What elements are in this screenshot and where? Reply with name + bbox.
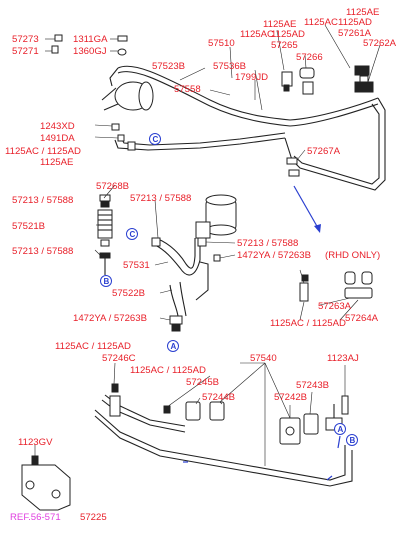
label-1125AD-a: 1125AD [271,29,305,40]
label-57523B: 57523B [152,61,185,72]
connector-b-right: B [346,434,358,446]
label-57264A: 57264A [345,313,379,324]
label-1125AE-a: 1125AE [263,19,296,30]
label-57242B: 57242B [274,392,307,403]
connector-c-mid: C [126,228,138,240]
svg-text:A: A [171,342,177,351]
label-1125AE-b: 1125AE [346,7,379,18]
hose-fitting-57268B [99,194,111,208]
svg-text:A: A [338,425,344,434]
label-1472YA-57263B-b: 1472YA / 57263B [73,313,147,324]
label-57521B: 57521B [12,221,45,232]
label-1125AC-1125AD-b: 1125AC / 1125AD [270,318,346,329]
label-57267A: 57267A [307,146,341,157]
label-1125AC-b: 1125AC [304,17,338,28]
bracket-57246C [109,383,121,417]
label-1123AJ: 1123AJ [327,353,359,364]
blue-arrow-to-rhd [293,185,321,233]
label-1125AD-b: 1125AD [338,17,372,28]
label-57261A: 57261A [338,28,372,39]
rhd-clamp-57264A [344,271,373,299]
bracket-57225 [21,455,71,511]
label-1243XD: 1243XD [40,121,75,132]
hose-57522B [169,261,209,317]
label-57540: 57540 [250,353,277,364]
svg-text:B: B [104,277,110,286]
pressure-hose-57510 [109,65,379,127]
label-1123GV: 1123GV [18,437,53,448]
label-57213-57588-c: 57213 / 57588 [12,246,73,257]
bracket-57265 [281,71,293,92]
label-ref-56-571: REF.56-571 [10,512,61,523]
connector-c-top: C [149,133,161,145]
part-57271-bolt [45,45,59,54]
label-57225: 57225 [80,512,107,523]
blue-arrows-lower [183,435,341,481]
clamp-57244B [209,401,225,421]
hose-fitting-57588-lower [99,239,111,275]
label-rhd-only: (RHD ONLY) [325,250,380,261]
leader-lines [34,24,381,466]
clamp-57261A [354,65,370,83]
part-labels: 57273 57271 1311GA 1360GJ 57510 57523B 5… [5,7,397,523]
connector-a-right: A [334,423,346,435]
label-57213-57588-b: 57213 / 57588 [130,193,191,204]
label-1491DA: 1491DA [40,133,75,144]
label-1360GJ: 1360GJ [73,46,107,57]
part-1311GA-cap [110,35,128,42]
label-57246C: 57246C [102,353,136,364]
connector-a-left: A [167,340,179,352]
clamp-57242B [279,417,301,445]
label-57244B: 57244B [202,392,235,403]
bolt-1491DA [94,134,125,142]
label-57531: 57531 [123,260,150,271]
svg-text:C: C [153,135,159,144]
clamp-57262A [354,81,374,93]
label-1125AC-a: 1125AC [240,29,274,40]
rhd-bracket-57263A [299,274,309,302]
label-57268B: 57268B [96,181,129,192]
part-57273-bolt [45,34,63,42]
hose-57531 [154,238,201,276]
label-57213-57588-a: 57213 / 57588 [12,195,73,206]
power-steering-pump [101,81,154,111]
label-57510: 57510 [208,38,235,49]
label-1125AE-c: 1125AE [40,157,73,168]
return-hose-57523B [114,132,286,151]
clamp-57245B [163,401,201,421]
reservoir [195,194,237,239]
label-57265: 57265 [271,40,298,51]
fitting-57588-res [151,237,221,262]
label-1799JD: 1799JD [235,72,268,83]
label-57262A: 57262A [363,38,397,49]
label-1125AC-1125AD-a: 1125AC / 1125AD [5,146,81,157]
svg-text:C: C [130,230,136,239]
part-1360GJ-clip [110,48,127,56]
svg-text:B: B [350,436,356,445]
label-57243B: 57243B [296,380,329,391]
label-57536B: 57536B [213,61,246,72]
label-57273: 57273 [12,34,39,45]
clip-1125AC-top [127,141,136,151]
label-57271: 57271 [12,46,39,57]
label-57263A: 57263A [318,301,352,312]
cooler-line-57267A [284,97,386,191]
connector-b-left: B [100,275,112,287]
clip-57263B-lower [169,315,183,332]
label-1125AC-1125AD-c: 1125AC / 1125AD [55,341,131,352]
bolt-1243XD [94,123,120,131]
label-57213-57588-d: 57213 / 57588 [237,238,298,249]
label-57558: 57558 [174,84,201,95]
bolt-1123AJ [341,395,349,415]
label-57245B: 57245B [186,377,219,388]
label-1125AC-1125AD-d: 1125AC / 1125AD [130,365,206,376]
label-57522B: 57522B [112,288,145,299]
clamp-57266 [299,67,315,95]
hose-57521B [97,209,113,239]
label-1472YA-57263B-a: 1472YA / 57263B [237,250,311,261]
tube-assembly-57540 [94,394,353,487]
label-57266: 57266 [296,52,323,63]
label-1311GA: 1311GA [73,34,108,45]
